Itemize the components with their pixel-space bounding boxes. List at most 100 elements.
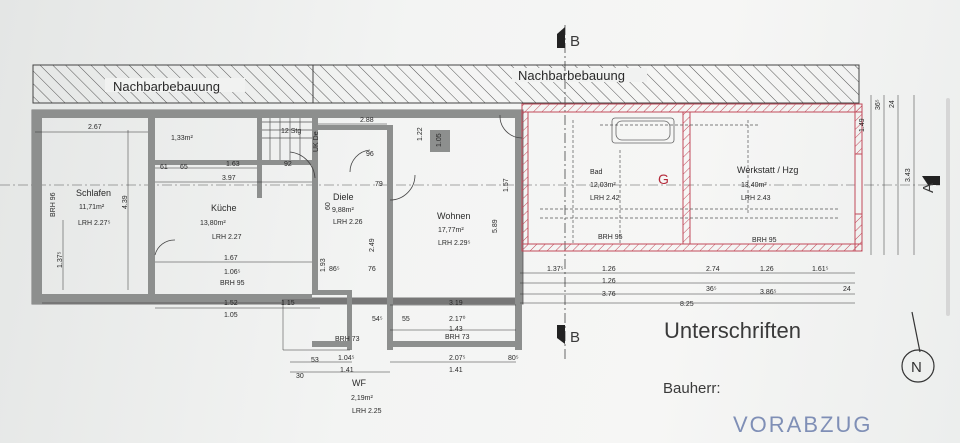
dim-text: 1.37⁵ bbox=[547, 266, 564, 273]
room-area-kueche: 13,80m² bbox=[200, 220, 226, 227]
room-lrh-wohnen: LRH 2.29⁵ bbox=[438, 240, 471, 247]
dim-text: 3.19 bbox=[449, 300, 463, 307]
room-lrh-wf: LRH 2.25 bbox=[352, 408, 382, 415]
dim-text: 76 bbox=[368, 266, 376, 273]
door-swings bbox=[154, 114, 523, 256]
section-label-top: B bbox=[570, 33, 580, 50]
dim-text: 53 bbox=[311, 357, 319, 364]
wc-area-label: 1,33m² bbox=[171, 135, 193, 142]
extension-red-walls bbox=[521, 103, 863, 252]
dim-text: 1.06⁵ bbox=[224, 269, 241, 276]
room-area-wf: 2,19m² bbox=[351, 395, 373, 402]
dim-text: 24 bbox=[889, 100, 896, 108]
dim-text: 1.61⁵ bbox=[812, 266, 829, 273]
dim-text: 2.88 bbox=[360, 117, 374, 124]
dim-text: 36⁵ bbox=[875, 99, 882, 110]
dimension-lines bbox=[35, 95, 915, 373]
dim-text: 3.97 bbox=[222, 175, 236, 182]
dim-text: 1.41 bbox=[449, 367, 463, 374]
brh-95-bad-label: BRH 95 bbox=[598, 234, 623, 241]
dim-text: 2.17⁰ bbox=[449, 315, 466, 323]
bathtub bbox=[611, 117, 675, 144]
room-name-kueche: Küche bbox=[211, 203, 237, 213]
dim-text: 92 bbox=[284, 161, 292, 168]
dim-text: 86⁵ bbox=[329, 266, 340, 273]
dim-text: 1.93 bbox=[320, 258, 327, 272]
dim-text: 1.04⁵ bbox=[338, 355, 355, 362]
staircase bbox=[262, 118, 312, 160]
north-arrow-icon: N bbox=[901, 311, 935, 383]
room-area-bad: 12,03m² bbox=[590, 182, 616, 189]
dim-text: 1.15 bbox=[281, 300, 295, 307]
dim-text: 2.49 bbox=[369, 238, 376, 252]
room-name-bad: Bad bbox=[590, 169, 603, 176]
brh-73-wohnen-label: BRH 73 bbox=[445, 334, 470, 341]
dim-text: 61 bbox=[160, 164, 168, 171]
brh-73-label: BRH 73 bbox=[335, 336, 360, 343]
dim-text: 1.57 bbox=[503, 178, 510, 192]
scrollbar[interactable] bbox=[946, 98, 950, 316]
room-area-schlafen: 11,71m² bbox=[79, 204, 105, 211]
dim-text: 65 bbox=[180, 164, 188, 171]
dim-text: 54⁵ bbox=[372, 316, 383, 323]
dim-text: 79 bbox=[375, 181, 383, 188]
room-lrh-kueche: LRH 2.27 bbox=[212, 234, 242, 241]
dim-text: 1.52 bbox=[224, 300, 238, 307]
room-lrh-werkstatt: LRH 2.43 bbox=[741, 195, 771, 202]
dim-text: 24 bbox=[843, 286, 851, 293]
uk-de-label: UK De bbox=[313, 131, 320, 152]
section-label-right: A bbox=[920, 183, 937, 193]
neighbour-building-band bbox=[32, 64, 860, 104]
dim-text: 2.07⁵ bbox=[449, 355, 466, 362]
section-line-b bbox=[557, 25, 566, 360]
brh-95-label: BRH 95 bbox=[220, 280, 245, 287]
dim-text: 1.63 bbox=[226, 161, 240, 168]
room-area-werkstatt: 13,40m² bbox=[741, 182, 767, 189]
dim-text: 1.26 bbox=[760, 266, 774, 273]
svg-text:N: N bbox=[911, 359, 922, 376]
room-name-werkstatt: Werkstatt / Hzg bbox=[737, 165, 798, 175]
room-lrh-schlafen: LRH 2.27⁵ bbox=[78, 220, 111, 227]
section-line-a bbox=[0, 176, 940, 186]
brh-96-label: BRH 96 bbox=[50, 192, 57, 217]
stairs-label: 12 Stg bbox=[281, 128, 301, 135]
boiler-mark: G bbox=[658, 171, 669, 187]
dim-text: 55 bbox=[402, 316, 410, 323]
dim-text: 30 bbox=[296, 373, 304, 380]
dim-text: 3.43 bbox=[905, 168, 912, 182]
room-name-wohnen: Wohnen bbox=[437, 211, 470, 221]
dim-text: 2.74 bbox=[706, 266, 720, 273]
dim-text: 4.39 bbox=[122, 195, 129, 209]
dim-text: 1.05 bbox=[224, 312, 238, 319]
draft-stamp: VORABZUG bbox=[733, 412, 872, 437]
dim-text: 1.67 bbox=[224, 255, 238, 262]
room-name-wf: WF bbox=[352, 378, 366, 388]
section-label-bottom: B bbox=[570, 329, 580, 346]
room-lrh-diele: LRH 2.26 bbox=[333, 219, 363, 226]
signatures-heading: Unterschriften bbox=[664, 318, 801, 343]
neighbour-label-left: Nachbarbebauung bbox=[113, 79, 220, 94]
dim-text: 1.26 bbox=[602, 278, 616, 285]
dim-text: 1.49 bbox=[859, 118, 866, 132]
room-area-diele: 9,88m² bbox=[332, 207, 354, 214]
client-label: Bauherr: bbox=[663, 380, 721, 397]
walls-gray bbox=[32, 110, 522, 350]
dim-text: 1.22 bbox=[417, 127, 424, 141]
room-name-schlafen: Schlafen bbox=[76, 188, 111, 198]
dim-text: 8.25 bbox=[680, 301, 694, 308]
dim-text: 1.43 bbox=[449, 326, 463, 333]
neighbour-label-right: Nachbarbebauung bbox=[518, 68, 625, 83]
dim-text: 80⁵ bbox=[508, 355, 519, 362]
dim-text: 2.67 bbox=[88, 124, 102, 131]
room-area-wohnen: 17,77m² bbox=[438, 227, 464, 234]
dim-text: 36⁵ bbox=[706, 286, 717, 293]
dim-text: 1.26 bbox=[602, 266, 616, 273]
room-lrh-bad: LRH 2.42 bbox=[590, 195, 620, 202]
dim-text: 5.89 bbox=[492, 219, 499, 233]
dim-text: 60 bbox=[325, 202, 332, 210]
dim-text: 3.76 bbox=[602, 291, 616, 298]
room-name-diele: Diele bbox=[333, 192, 354, 202]
dim-text: 3.86⁵ bbox=[760, 289, 777, 296]
